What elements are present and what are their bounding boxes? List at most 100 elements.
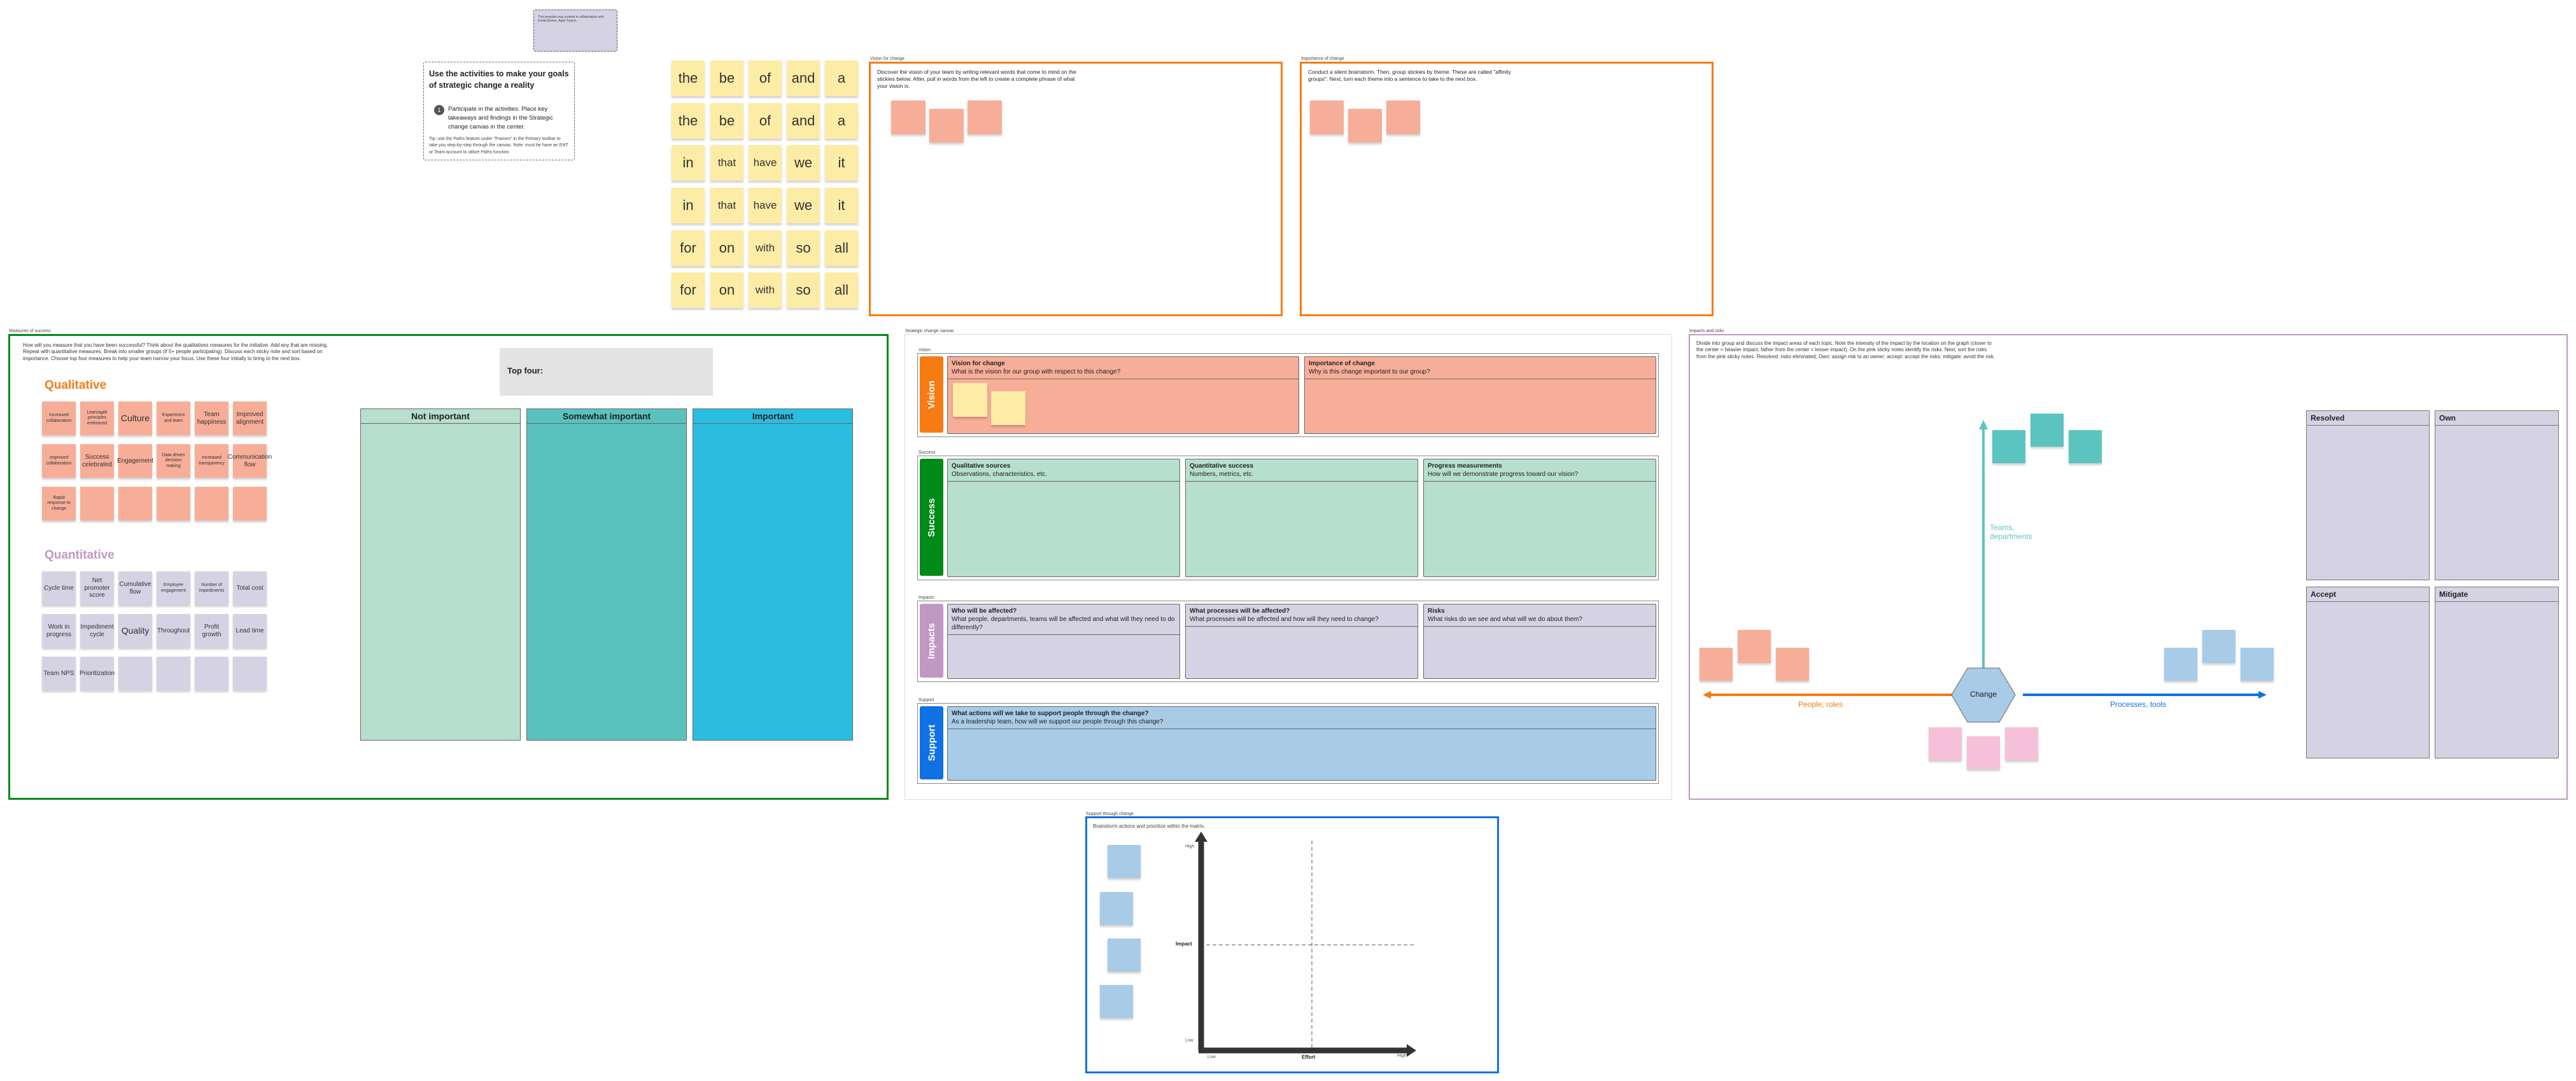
quantitative-sticky[interactable]: Employee engagement [157, 571, 190, 605]
word-sticky[interactable]: on [710, 272, 743, 308]
quantitative-sticky[interactable] [157, 657, 190, 690]
quantitative-sticky[interactable]: Cumulative flow [118, 571, 152, 605]
qualitative-sticky[interactable]: Rapid response to change [42, 487, 76, 520]
quantitative-sticky[interactable] [195, 657, 229, 690]
qualitative-sticky[interactable]: Improved collaboration [42, 444, 76, 478]
accept-box[interactable]: Accept [2306, 587, 2430, 758]
canvas-cell[interactable]: What actions will we take to support peo… [947, 706, 1656, 781]
word-sticky[interactable]: in [672, 145, 705, 181]
template-credit-note[interactable]: This template was created in collaborati… [533, 10, 617, 52]
quantitative-sticky[interactable]: Team NPS [42, 657, 76, 690]
canvas-cell[interactable]: What processes will be affected?What pro… [1185, 604, 1418, 679]
word-sticky[interactable]: so [787, 230, 820, 266]
quantitative-sticky[interactable]: Net promoter score [80, 571, 114, 605]
sticky-note[interactable] [1108, 938, 1141, 972]
column-important[interactable]: Important [693, 408, 853, 741]
word-sticky[interactable]: on [710, 230, 743, 266]
qualitative-sticky[interactable] [157, 487, 190, 520]
own-box[interactable]: Own [2435, 410, 2559, 580]
word-sticky[interactable]: the [672, 103, 705, 139]
qualitative-sticky[interactable] [118, 487, 152, 520]
sticky-note[interactable] [953, 383, 987, 417]
quantitative-sticky[interactable]: Number of impediments [195, 571, 229, 605]
sticky-note[interactable] [991, 391, 1025, 425]
word-sticky[interactable]: a [825, 103, 858, 139]
sticky-note[interactable] [1100, 892, 1133, 925]
qualitative-sticky[interactable]: Data driven decision making [157, 444, 190, 478]
word-sticky[interactable]: we [787, 188, 820, 223]
sticky-note[interactable] [2241, 648, 2274, 681]
word-sticky[interactable]: so [787, 272, 820, 308]
qualitative-sticky[interactable]: Lean/agile principles embraced [80, 401, 114, 435]
word-sticky[interactable]: of [749, 103, 782, 139]
quantitative-sticky[interactable]: Total cost [233, 571, 267, 605]
qualitative-sticky[interactable]: Increased transparency [195, 444, 229, 478]
word-sticky[interactable]: we [787, 145, 820, 181]
sticky-note[interactable] [1348, 109, 1382, 143]
qualitative-sticky[interactable]: Communication flow [228, 444, 272, 478]
qualitative-sticky[interactable]: Engagement [117, 444, 153, 478]
word-sticky[interactable]: be [710, 60, 743, 96]
qualitative-sticky[interactable] [233, 487, 267, 520]
sticky-note[interactable] [2069, 430, 2102, 463]
column-not-important[interactable]: Not important [360, 408, 521, 741]
word-sticky[interactable]: that [710, 145, 743, 181]
qualitative-sticky[interactable]: Team happiness [195, 401, 229, 435]
word-sticky[interactable]: with [749, 230, 782, 266]
sticky-note[interactable] [1776, 648, 1809, 681]
canvas-cell[interactable]: Who will be affected?What people, depart… [947, 604, 1180, 679]
word-sticky[interactable]: and [787, 60, 820, 96]
word-sticky[interactable]: and [787, 103, 820, 139]
qualitative-sticky[interactable]: Culture [118, 401, 152, 435]
column-somewhat-important[interactable]: Somewhat important [526, 408, 687, 741]
word-sticky[interactable]: of [749, 60, 782, 96]
quantitative-sticky[interactable]: Quality [118, 614, 152, 648]
word-sticky[interactable]: be [710, 103, 743, 139]
word-sticky[interactable]: a [825, 60, 858, 96]
word-sticky[interactable]: for [672, 272, 705, 308]
mitigate-box[interactable]: Mitigate [2435, 587, 2559, 758]
qualitative-sticky[interactable] [80, 487, 114, 520]
word-sticky[interactable]: in [672, 188, 705, 223]
word-sticky[interactable]: have [749, 188, 782, 223]
word-sticky[interactable]: for [672, 230, 705, 266]
quantitative-sticky[interactable] [233, 657, 267, 690]
quantitative-sticky[interactable]: Lead time [233, 614, 267, 648]
sticky-note[interactable] [1100, 985, 1133, 1018]
sticky-note[interactable] [2031, 414, 2064, 447]
word-sticky[interactable]: all [825, 272, 858, 308]
qualitative-sticky[interactable]: Improved alignment [233, 401, 267, 435]
word-sticky[interactable]: the [672, 60, 705, 96]
sticky-note[interactable] [1929, 727, 1962, 760]
sticky-note[interactable] [1386, 101, 1420, 134]
quantitative-sticky[interactable]: Work in progress [42, 614, 76, 648]
qualitative-sticky[interactable]: Success celebrated [80, 444, 114, 478]
sticky-note[interactable] [891, 101, 926, 134]
qualitative-sticky[interactable]: Increased collaboration [42, 401, 76, 435]
sticky-note[interactable] [2202, 630, 2235, 663]
qualitative-sticky[interactable]: Experiment and learn [157, 401, 190, 435]
word-sticky[interactable]: it [825, 145, 858, 181]
sticky-note[interactable] [929, 109, 964, 143]
quantitative-sticky[interactable]: Throughout [157, 614, 190, 648]
quantitative-sticky[interactable]: Profit growth [195, 614, 229, 648]
word-sticky[interactable]: have [749, 145, 782, 181]
sticky-note[interactable] [968, 101, 1002, 134]
quantitative-sticky[interactable]: Prioritization [80, 657, 115, 690]
top-four-box[interactable]: Top four: [500, 348, 713, 396]
sticky-note[interactable] [1108, 845, 1141, 878]
quantitative-sticky[interactable]: Cycle time [42, 571, 76, 605]
quantitative-sticky[interactable]: Impediment cycle [80, 614, 114, 648]
resolved-box[interactable]: Resolved [2306, 410, 2430, 580]
sticky-note[interactable] [2005, 727, 2038, 760]
sticky-note[interactable] [1992, 430, 2025, 463]
quantitative-sticky[interactable] [118, 657, 152, 690]
word-sticky[interactable]: it [825, 188, 858, 223]
sticky-note[interactable] [1738, 630, 1771, 663]
sticky-note[interactable] [1700, 648, 1733, 681]
